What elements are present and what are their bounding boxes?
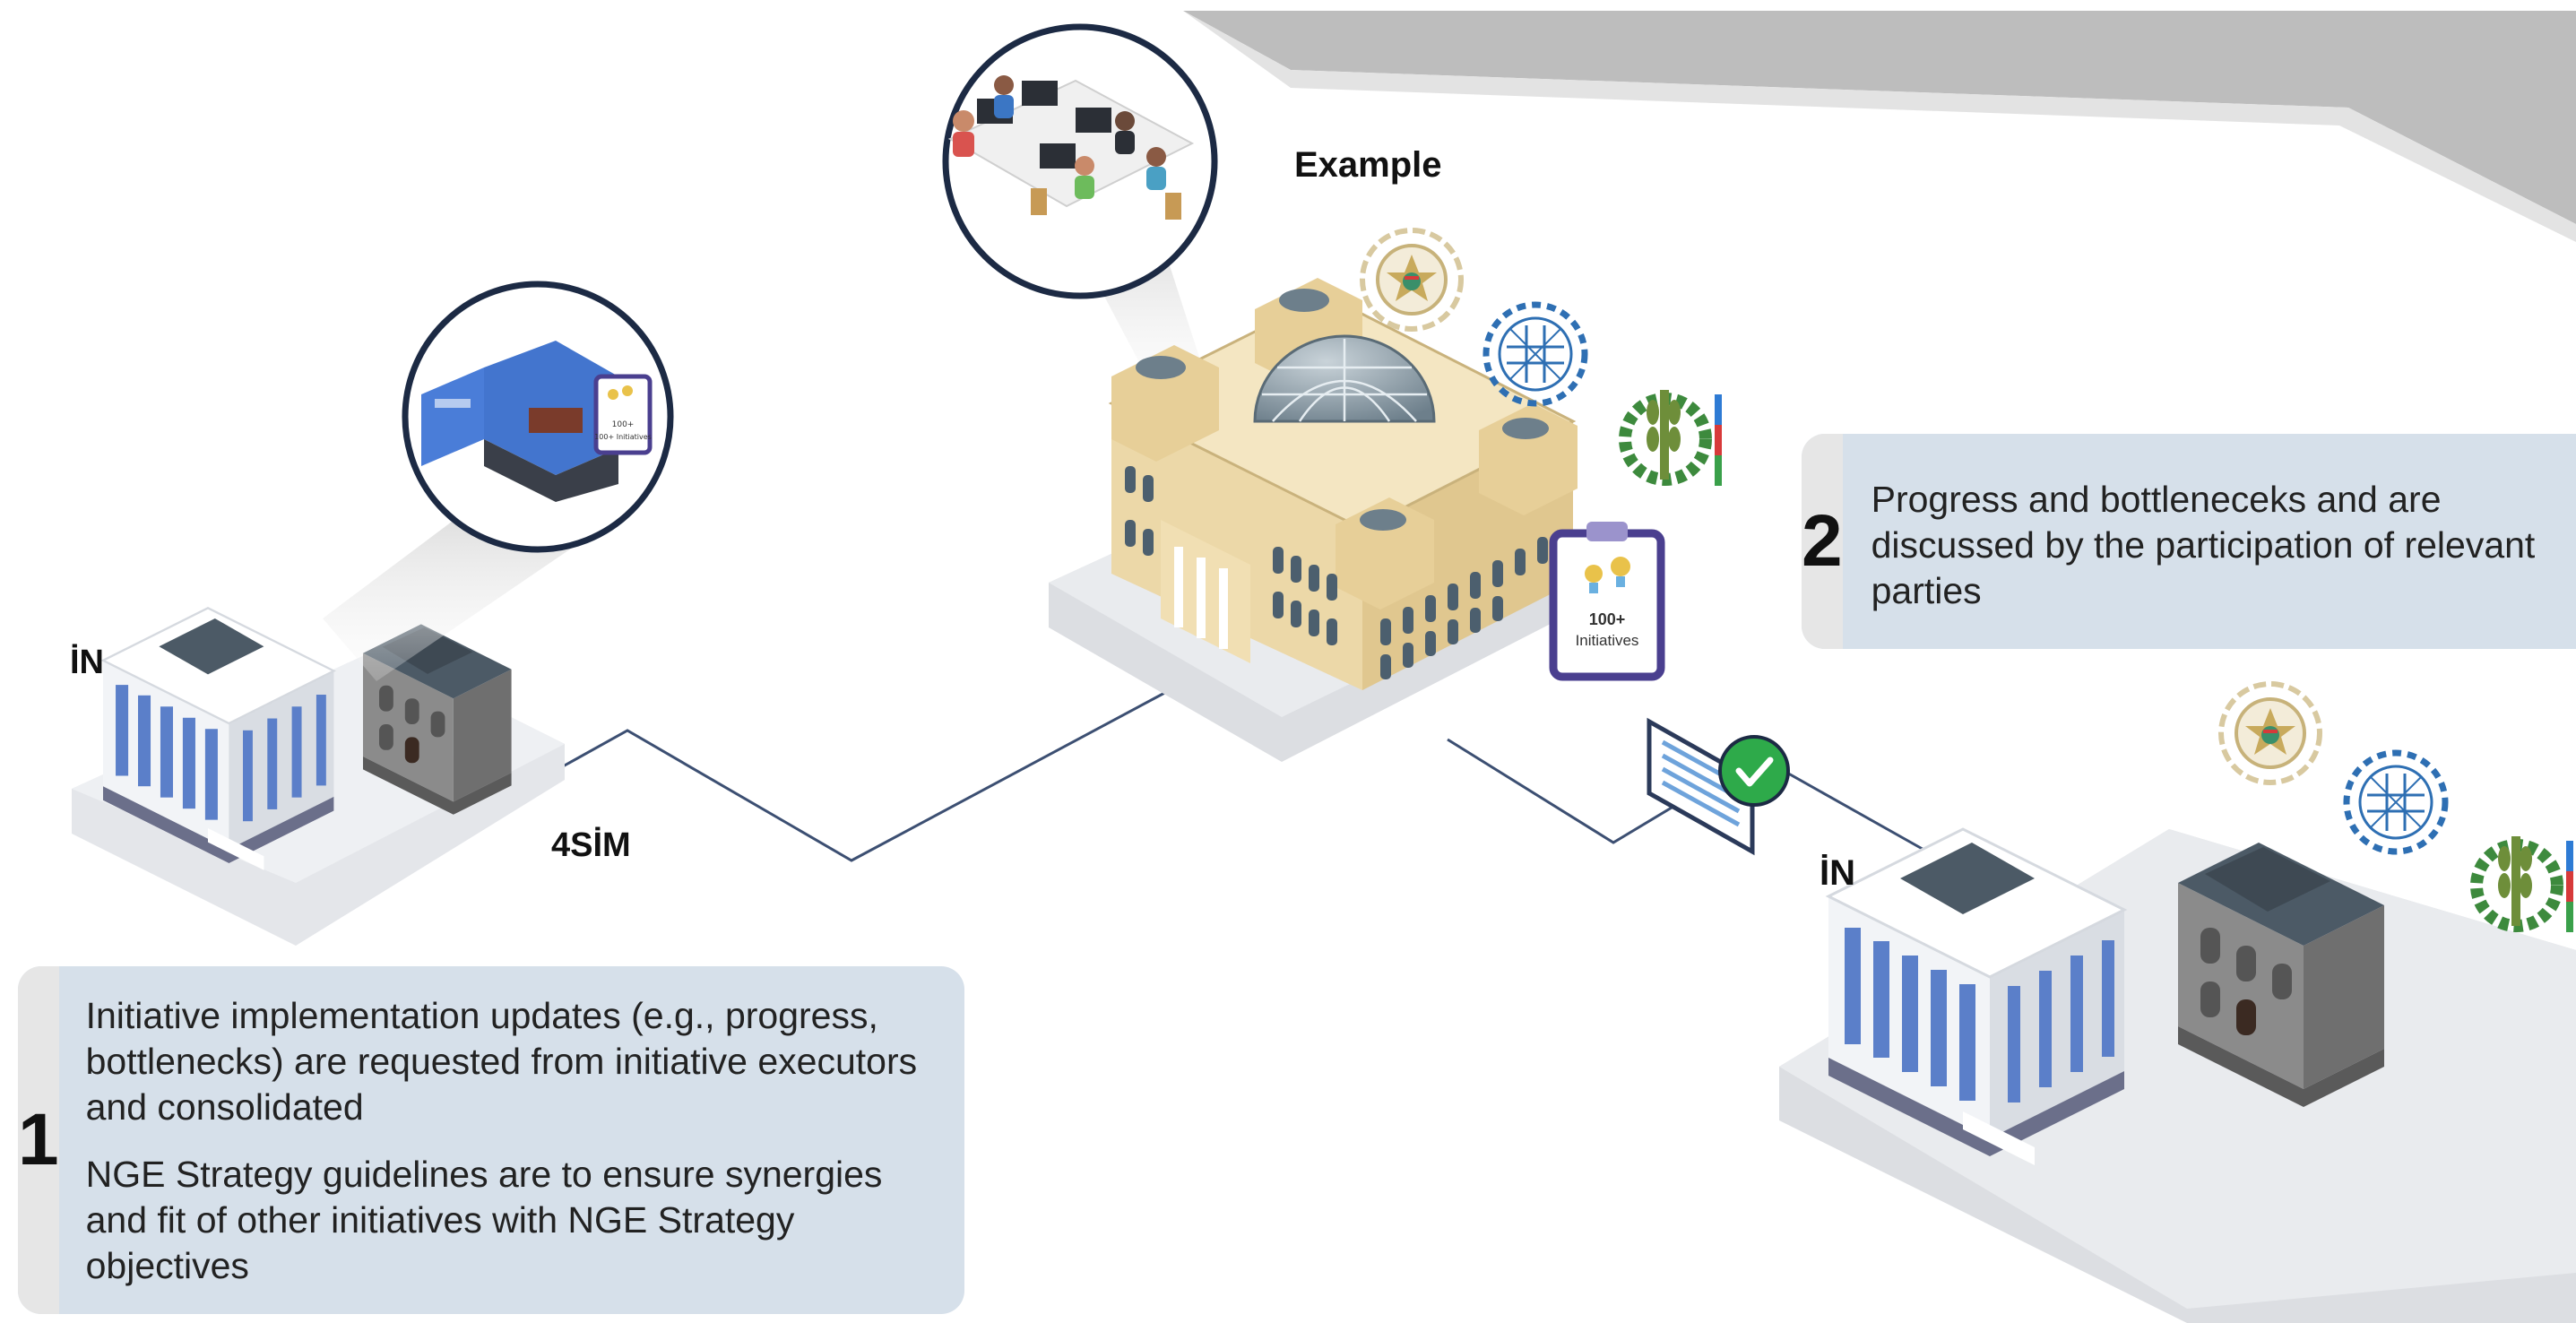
wheat-gear-flag-icon-right: [2477, 836, 2573, 932]
clipboard-center-line1: 100+: [1589, 610, 1626, 628]
svg-text:100+: 100+: [612, 420, 635, 429]
emblem-icon: [1362, 230, 1461, 329]
wheat-gear-flag-icon: [1625, 390, 1722, 486]
connector-line-left: [546, 688, 1171, 862]
sim-label: 4SİM: [551, 826, 631, 864]
parliament-building-icon: [1108, 278, 1578, 690]
step-2-text: Progress and bottleneceks and are discus…: [1843, 434, 2576, 649]
step-2-box: 2 Progress and bottleneceks and are disc…: [1802, 434, 2576, 649]
step-2-paragraph-1: Progress and bottleneceks and are discus…: [1871, 479, 2536, 611]
step-1-text: Initiative implementation updates (e.g.,…: [59, 966, 964, 1314]
coworkers-bubble-icon: [942, 23, 1218, 299]
emblem-icon-right: [2221, 684, 2320, 783]
step-2-number: 2: [1802, 434, 1843, 649]
step-1-paragraph-1: Initiative implementation updates (e.g.,…: [85, 995, 918, 1128]
meeting-room-bubble-icon: 100+ 100+ Initiatives: [402, 281, 674, 553]
example-label: Example: [1294, 145, 1442, 185]
in-left-label: İN: [70, 644, 104, 681]
step-1-paragraph-2: NGE Strategy guidelines are to ensure sy…: [85, 1154, 883, 1286]
clipboard-center-line2: Initiatives: [1576, 632, 1639, 649]
step-1-box: 1 Initiative implementation updates (e.g…: [18, 966, 964, 1314]
clipboard-initiatives-icon: 100+ Initiatives: [1549, 522, 1665, 681]
in-right-label: İN: [1820, 853, 1855, 893]
check-circle-icon: [1718, 735, 1790, 807]
top-banner-shape: [1183, 11, 2576, 224]
clipboard-small-label: 100+ Initiatives: [594, 433, 652, 441]
step-1-number: 1: [18, 966, 59, 1314]
network-wreath-icon-right: [2347, 753, 2445, 852]
